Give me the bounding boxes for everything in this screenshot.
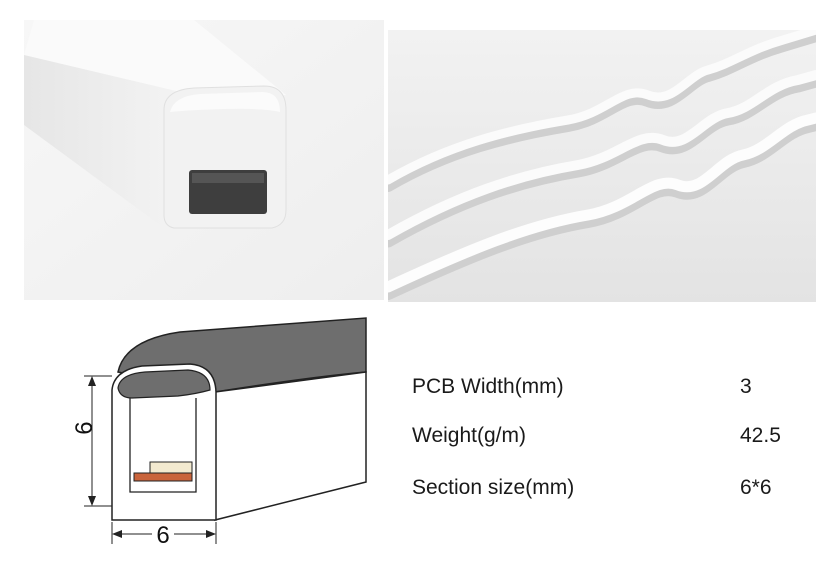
profile-front-cap [117,369,211,399]
neon-profile-illustration [24,20,384,300]
neon-profile-photo [24,20,384,300]
bent-strips-illustration [388,30,816,302]
spec-value: 42.5 [740,424,781,447]
spec-label: PCB Width(mm) [412,375,564,398]
width-dimension-label: 6 [156,522,169,549]
profile-cavity [129,398,197,493]
spec-label: Weight(g/m) [412,424,526,447]
spec-row-section-size: Section size(mm) 6*6 [412,476,812,516]
section-drawing: 6 6 [71,317,367,549]
profile-side-body [214,371,367,521]
spec-row-pcb-width: PCB Width(mm) 3 [412,375,812,415]
section-dimension-diagram: 6 6 [70,312,380,552]
bent-strips-photo [388,30,816,302]
height-dimension-label: 6 [71,421,98,434]
led-chip [149,461,193,474]
spec-row-weight: Weight(g/m) 42.5 [412,424,812,464]
spec-value: 3 [740,375,752,398]
spec-value: 6*6 [740,476,772,499]
spec-label: Section size(mm) [412,476,575,499]
pcb-board [133,472,193,482]
